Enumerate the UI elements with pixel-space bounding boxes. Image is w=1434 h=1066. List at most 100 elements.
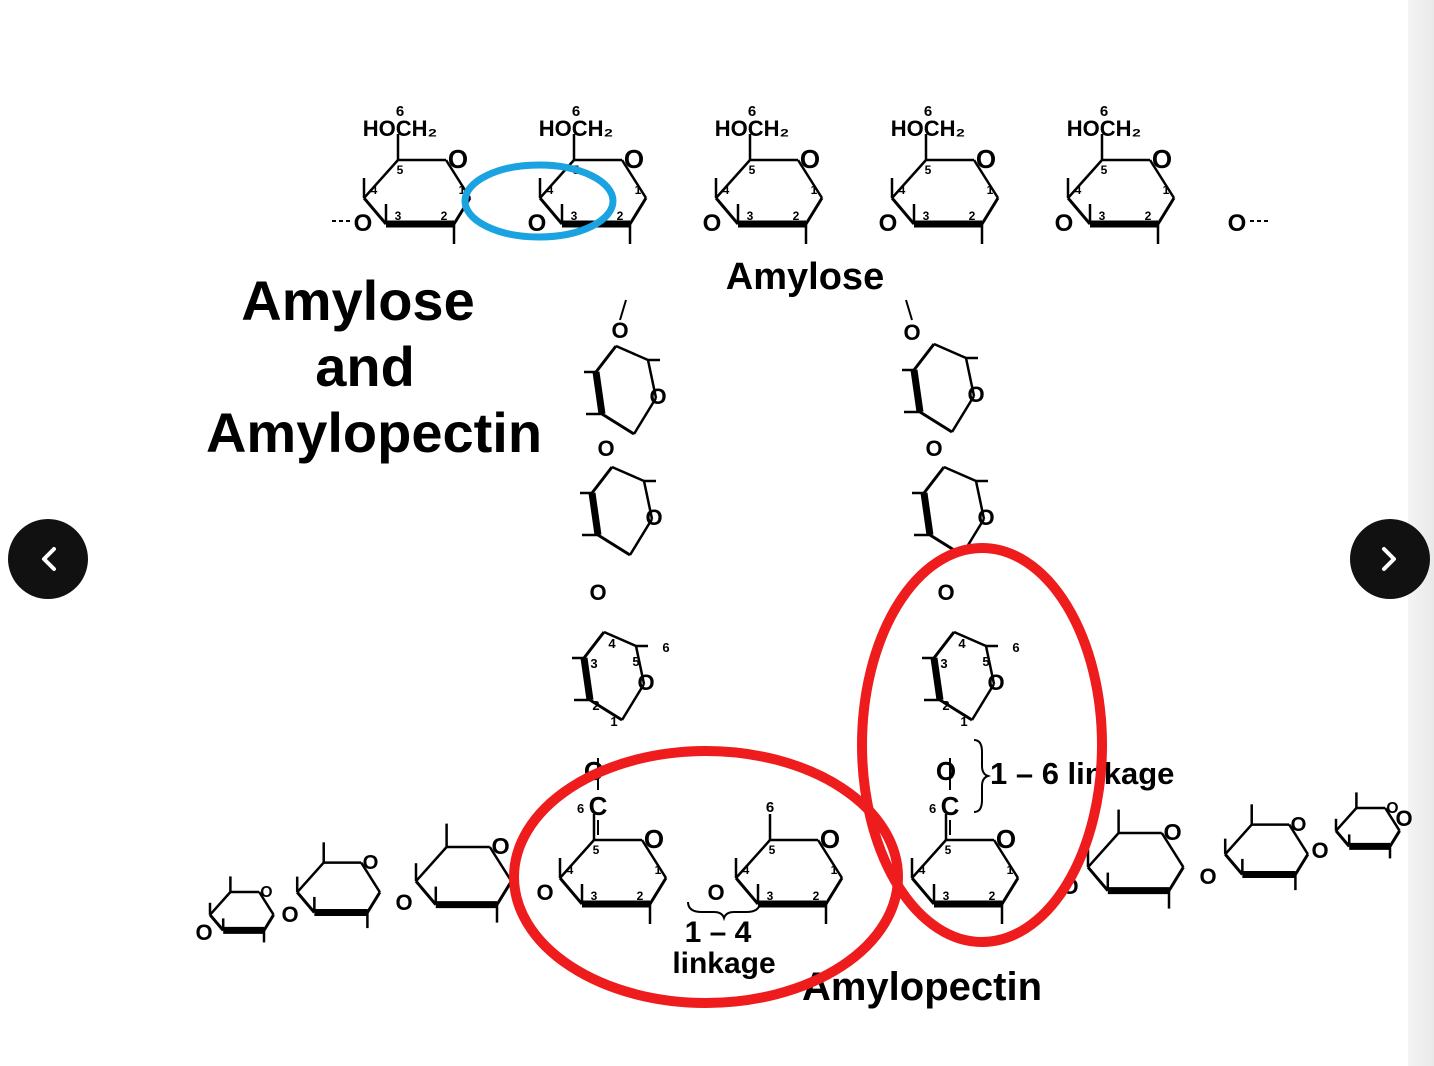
carbon-number: 1 — [831, 863, 838, 877]
carbon-number: 3 — [571, 209, 578, 223]
carbon-number-6: 6 — [924, 103, 932, 120]
carbon-number: 5 — [593, 843, 600, 857]
glycosidic-oxygen: O — [1228, 210, 1247, 237]
glycosidic-oxygen: O — [1311, 838, 1328, 863]
carbon-number: 1 — [811, 183, 818, 197]
previous-button[interactable] — [8, 519, 88, 599]
ring-oxygen: O — [260, 884, 272, 901]
carbon-number: 3 — [943, 889, 950, 903]
amylose-label: Amylose — [726, 256, 884, 298]
carbon-number: 1 — [655, 863, 662, 877]
ring-oxygen: O — [800, 144, 820, 174]
carbon-number: 5 — [749, 163, 756, 177]
ring-oxygen: O — [1152, 144, 1172, 174]
ring-oxygen: O — [996, 824, 1016, 854]
carbon-number: 1 — [1163, 183, 1170, 197]
glycosidic-oxygen: O — [879, 210, 898, 237]
next-button[interactable] — [1350, 519, 1430, 599]
glycosidic-oxygen: O — [395, 890, 412, 915]
branch-glucose-ring: O — [580, 465, 663, 557]
hoch2-label: HOCH₂ — [1067, 116, 1142, 141]
glycosidic-oxygen: O — [703, 210, 722, 237]
ring-oxygen: O — [644, 824, 664, 854]
ring-oxygen: O — [1386, 800, 1398, 817]
carbon-number: 3 — [767, 889, 774, 903]
carbon-number: 2 — [637, 889, 644, 903]
glycosidic-oxygen: O — [354, 210, 373, 237]
ring-oxygen: O — [363, 852, 379, 874]
carbon-number: 2 — [969, 209, 976, 223]
carbon-number: 4 — [919, 863, 926, 877]
carbon-number-6: 6 — [1100, 103, 1108, 120]
carbon-number: 5 — [769, 843, 776, 857]
carbon-number: 2 — [1145, 209, 1152, 223]
ring-oxygen: O — [1163, 819, 1181, 845]
carbon-number: 1 — [960, 714, 967, 729]
glycosidic-oxygen: O — [1199, 864, 1216, 889]
hoch2-label: HOCH₂ — [891, 116, 966, 141]
amylopectin-glucose-ring: O — [414, 823, 513, 923]
carbon-number-6-left: 6 — [577, 801, 584, 816]
carbon-number-6-right: 6 — [929, 801, 936, 816]
carbon-number: 5 — [1101, 163, 1108, 177]
carbon-number: 2 — [989, 889, 996, 903]
ring-oxygen: O — [987, 670, 1004, 695]
glycosidic-oxygen: O — [195, 920, 212, 945]
carbon-number: 1 — [987, 183, 994, 197]
amylopectin-glucose-ring: O — [1086, 809, 1185, 909]
ring-oxygen: O — [1291, 814, 1307, 836]
highlight-ellipse-red-1-6 — [857, 543, 1107, 947]
amylopectin-label: Amylopectin — [802, 965, 1042, 1009]
linkage-1-4-brace — [687, 901, 761, 922]
ring-oxygen: O — [967, 382, 984, 407]
carbon-number: 3 — [747, 209, 754, 223]
glycosidic-oxygen: O — [597, 436, 614, 461]
chevron-left-icon — [42, 547, 56, 571]
carbon-number: 3 — [395, 209, 402, 223]
glycosidic-oxygen: O — [925, 436, 942, 461]
amylopectin-glucose-ring: O — [1223, 804, 1310, 891]
ring-oxygen: O — [491, 833, 509, 859]
carbon-number: 5 — [945, 843, 952, 857]
branch-oxygen-right: O — [936, 756, 956, 786]
ring-oxygen: O — [645, 505, 662, 530]
ring-oxygen: O — [649, 384, 666, 409]
chevron-right-icon — [1382, 547, 1396, 571]
carbon-number-6: 6 — [572, 103, 580, 120]
carbon-number: 4 — [547, 183, 554, 197]
glycosidic-oxygen: O — [707, 880, 724, 905]
linkage-1-4-word: linkage — [672, 947, 775, 980]
carbon-number: 4 — [743, 863, 750, 877]
carbon-number: 1 — [610, 714, 617, 729]
linkage-1-6-label: 1 – 6 linkage — [990, 756, 1174, 791]
carbon-number: 3 — [1099, 209, 1106, 223]
carbon-number: 4 — [608, 636, 616, 651]
glycosidic-oxygen: O — [1055, 210, 1074, 237]
branch-glucose-ring: O — [902, 342, 985, 434]
carbon-number: 1 — [1007, 863, 1014, 877]
glycosidic-oxygen: O — [1395, 806, 1412, 831]
carbon-number: 4 — [899, 183, 906, 197]
carbon-number: 4 — [958, 636, 966, 651]
carbon-number: 4 — [567, 863, 574, 877]
carbon-number: 1 — [459, 183, 466, 197]
branch-carbon-left: C — [589, 791, 608, 821]
ring-oxygen: O — [820, 824, 840, 854]
carbon-number: 5 — [397, 163, 404, 177]
branch-glucose-ring: O — [584, 344, 667, 436]
carbon-number: 4 — [723, 183, 730, 197]
carbon-number: 5 — [982, 654, 989, 669]
carbon-number: 2 — [793, 209, 800, 223]
heading-line-3: Amylopectin — [206, 401, 542, 464]
highlight-ellipse-blue — [461, 161, 617, 241]
carbon-number: 2 — [942, 698, 949, 713]
branch-glucose-ring: O — [912, 465, 995, 557]
carbon-number: 4 — [1075, 183, 1082, 197]
